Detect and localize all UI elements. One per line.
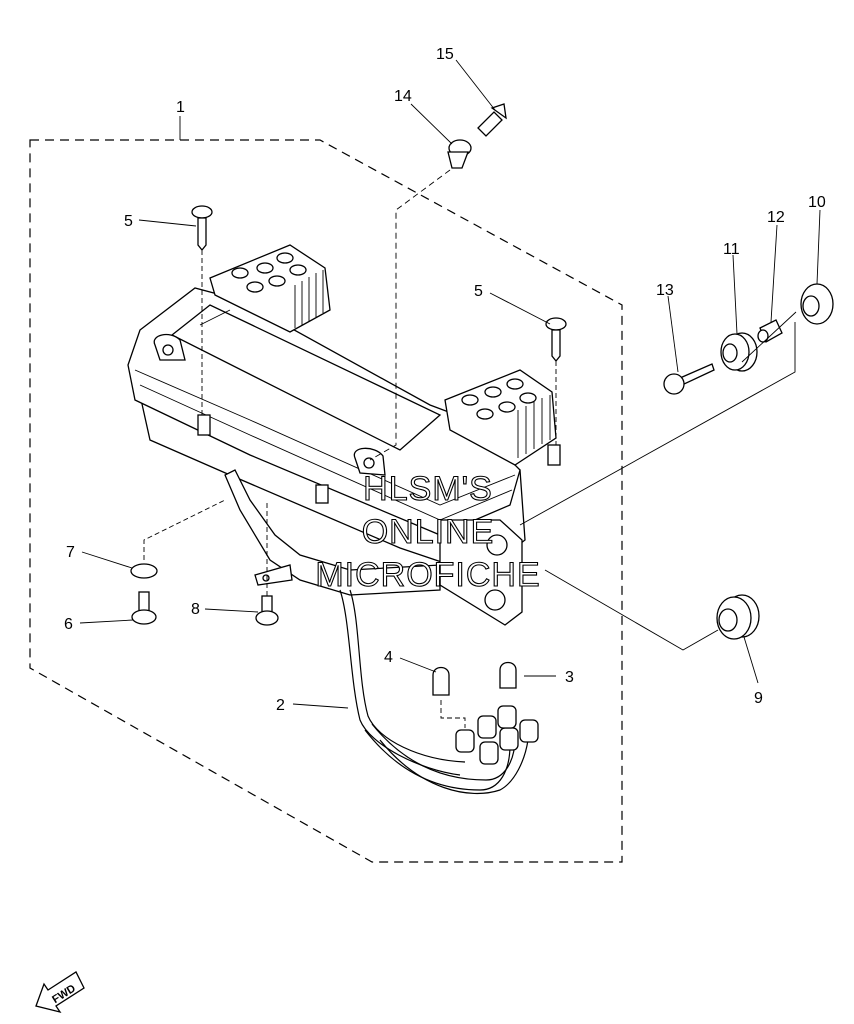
callout-8: 8 [191,601,200,618]
callout-15: 15 [436,46,454,63]
callout-11: 11 [723,241,740,258]
callout-14: 14 [394,88,412,105]
assembly-boundary [29,139,623,863]
washer-7-icon [130,563,158,579]
bolt-13-icon [663,363,715,395]
screw-15-icon [477,103,507,137]
callout-3: 3 [565,669,574,686]
bolt-8-icon [255,595,279,626]
screw-5a-icon [191,205,213,252]
callout-5b: 5 [474,283,483,300]
watermark-line-2: ONLINE [362,513,495,551]
callout-2: 2 [276,697,285,714]
bolt-6-icon [131,591,157,625]
wire-harness [339,589,539,795]
callout-10: 10 [808,194,826,211]
screw-5b-icon [545,317,567,363]
fwd-arrow-icon: FWD [35,971,85,1014]
callout-13: 13 [656,282,674,299]
watermark-line-3: MICROFICHE [315,556,540,594]
callout-7: 7 [66,544,75,561]
meter-assembly [127,244,561,626]
callout-1: 1 [176,99,185,116]
callout-5a: 5 [124,213,133,230]
callout-6: 6 [64,616,73,633]
grommet-9-icon [716,594,760,640]
callout-9: 9 [754,690,763,707]
callout-4: 4 [384,649,393,666]
collar-14-icon [447,139,472,169]
collar-10-icon [800,283,834,325]
callout-12: 12 [767,209,785,226]
watermark-line-1: HLSM'S [363,470,493,508]
bulb-3-icon [499,661,517,689]
grommet-11-icon [720,332,758,372]
collar-12-icon [757,319,783,343]
